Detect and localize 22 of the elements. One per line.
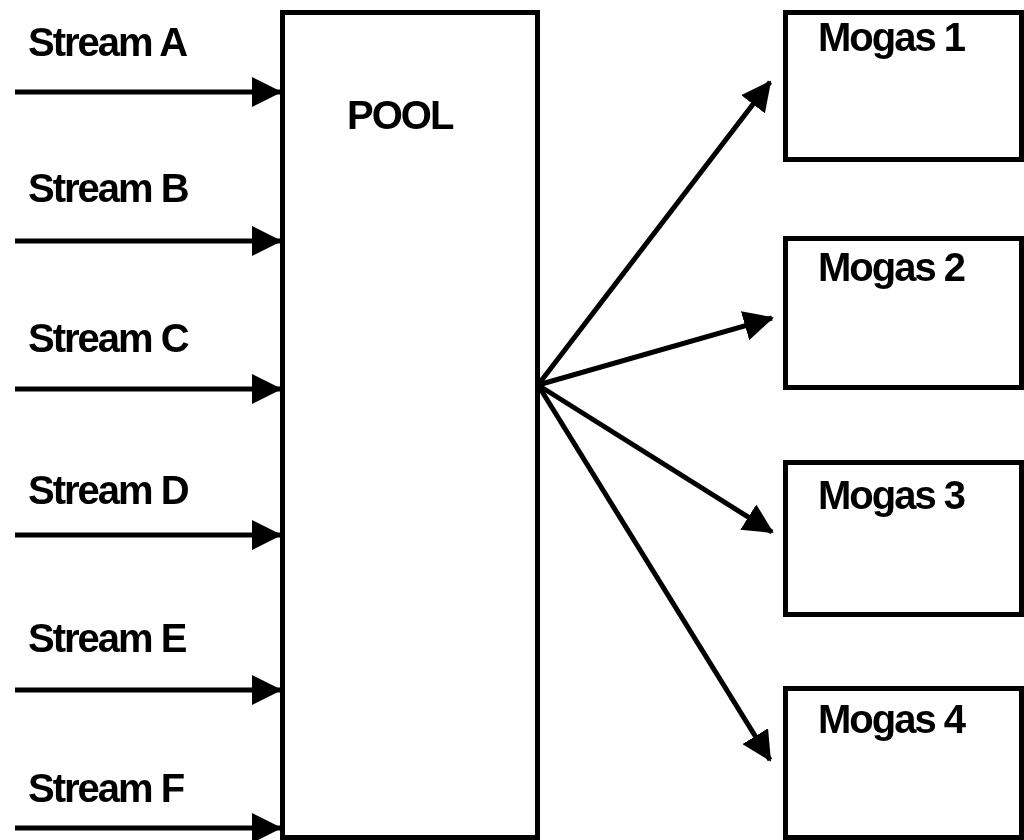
arrow — [15, 520, 282, 550]
arrow — [15, 675, 282, 705]
product-box — [783, 236, 1024, 390]
product-box — [783, 686, 1024, 840]
product-label: Mogas 2 — [818, 247, 965, 287]
pool-label: POOL — [347, 95, 453, 135]
edge-label: Stream B — [28, 168, 188, 208]
product-label: Mogas 3 — [818, 475, 965, 515]
product-label: Mogas 4 — [818, 699, 965, 739]
product-label: Mogas 1 — [818, 17, 965, 57]
edge-label: Stream F — [28, 768, 184, 808]
arrow — [15, 226, 282, 256]
edge-label: Stream E — [28, 618, 186, 658]
product-box — [783, 10, 1024, 162]
arrow — [15, 77, 282, 107]
edge-label: Stream D — [28, 470, 188, 510]
edge-label: Stream C — [28, 318, 188, 358]
product-box — [783, 460, 1024, 617]
arrow — [15, 813, 282, 840]
arrow — [15, 374, 282, 404]
pool-box — [280, 10, 540, 840]
edge-label: Stream A — [28, 22, 187, 62]
